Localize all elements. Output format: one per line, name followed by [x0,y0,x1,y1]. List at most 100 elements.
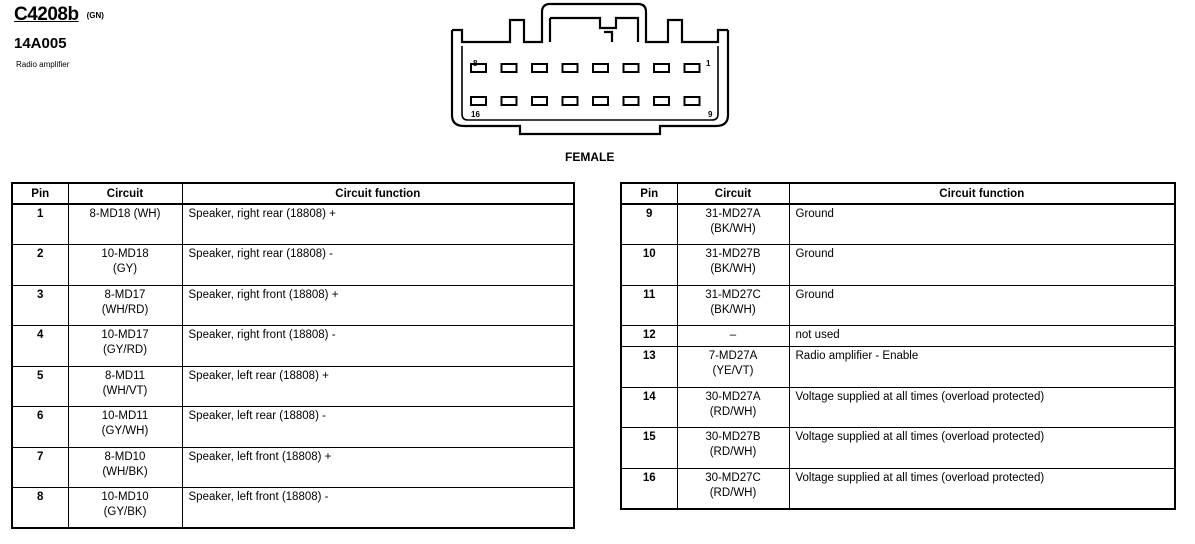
circuit-cell: 10-MD10(GY/BK) [67,487,183,529]
circuit-function: Speaker, right front (18808) + [181,284,575,326]
circuit-line: 30-MD27C [705,471,761,484]
pin-number: 6 [11,406,69,448]
circuit-line: (GY/RD) [102,344,148,356]
circuit-cell: 10-MD17 (GY/RD) [67,325,183,367]
header-circuit-function: Circuit function [181,182,575,205]
pin-cavity [470,63,487,73]
pin-number: 4 [11,325,69,367]
circuit-function: Voltage supplied at all times (overload … [788,386,1176,428]
connector-header: C4208b(GN) 14A005 Radio amplifier [14,4,104,69]
table-row: 13 7-MD27A (YE/VT) Radio amplifier - Enable [620,346,1176,388]
pin-label-top-left: 8 [473,59,478,68]
pin-cavity [470,96,487,106]
circuit-cell: 31-MD27C (BK/WH) [676,284,790,326]
circuit-line: 8-MD17 [104,288,146,301]
pin-cavity [500,63,518,73]
table-header-row: Pin Circuit Circuit function [11,182,575,205]
pin-number: 9 [620,203,678,245]
circuit-function: Radio amplifier - Enable [788,346,1176,388]
circuit-cell: 10-MD18 (GY) [67,244,183,286]
circuit-function: Voltage supplied at all times (overload … [788,467,1176,509]
pin-cavity [500,96,518,106]
pin-number: 15 [620,427,678,469]
circuit-line: 8-MD10 [104,450,146,463]
circuit-cell: 8-MD10 (WH/BK) [67,446,183,488]
pin-cavity [561,96,579,106]
circuit-line: 31-MD27A [705,208,761,220]
pin-cavity [592,96,609,106]
circuit-cell: 31-MD27B (BK/WH) [676,244,790,286]
circuit-line: (WH/BK) [102,465,148,478]
pin-label-bottom-left: 16 [471,110,480,119]
circuit-line: (RD/WH) [709,405,757,418]
table-header-row: Pin Circuit Circuit function [620,182,1176,205]
circuit-line: 7-MD27A [708,350,758,362]
pin-number: 11 [620,284,678,326]
pin-number: 14 [620,386,678,428]
circuit-function: Speaker, right rear (18808) - [181,244,575,286]
pin-number: 1 [11,203,69,245]
circuit-cell: 8-MD11 (WH/VT) [67,365,183,407]
pin-number: 3 [11,284,69,326]
table-row: 2 10-MD18 (GY) Speaker, right rear (18808) … [11,244,575,286]
pin-number: 12 [620,325,678,347]
header-circuit: Circuit [676,182,790,205]
pin-number: 8 [11,487,69,529]
circuit-function: Speaker, left rear (18808) + [181,365,575,407]
pin-number: 13 [620,346,678,388]
circuit-cell: 30-MD27B(RD/WH) [676,427,790,469]
pin-number: 10 [620,244,678,286]
circuit-function: Voltage supplied at all times (overload … [788,427,1176,469]
component-description: Radio amplifier [16,60,70,69]
table-row: 5 8-MD11 (WH/VT) Speaker, left rear (18808)… [11,365,575,407]
pin-number: 7 [11,446,69,488]
circuit-line: 8-MD18 (WH) [89,208,161,220]
circuit-line: (YE/VT) [712,365,754,377]
pin-number: 5 [11,365,69,407]
circuit-function: Speaker, left front (18808) - [181,487,575,529]
circuit-line: (GY) [112,263,138,275]
pin-cavity [531,96,548,106]
circuit-function: Ground [788,284,1176,326]
pin-cavity [622,63,640,73]
pin-number: 2 [11,244,69,286]
circuit-line: 31-MD27B [705,248,761,260]
circuit-line: (WH/RD) [101,303,149,316]
circuit-line: 10-MD18 [101,248,149,260]
pin-table-left: Pin Circuit Circuit function 1 8-MD18 (WH… [11,182,575,529]
connector-title-line: C4208b(GN) [14,4,104,26]
circuit-line: 10-MD11 [101,410,149,422]
pin-cavity [683,63,701,73]
circuit-line: (RD/WH) [709,486,757,499]
connector-id: C4208b [14,4,79,25]
circuit-line: (WH/VT) [102,384,148,397]
circuit-function: Speaker, right front (18808) - [181,325,575,367]
circuit-line: (GY/WH) [101,425,149,437]
table-row: 4 10-MD17 (GY/RD) Speaker, right front (188… [11,325,575,367]
circuit-line: 10-MD17 [101,329,149,341]
part-number: 14A005 [14,35,67,52]
circuit-function: Ground [788,244,1176,286]
circuit-cell: 8-MD17 (WH/RD) [67,284,183,326]
circuit-cell: 8-MD18 (WH) [67,203,183,245]
table-row: 10 31-MD27B (BK/WH) Ground [620,244,1176,286]
connector-gender-label: FEMALE [565,150,615,164]
circuit-line: (BK/WH) [710,263,756,275]
circuit-cell: 10-MD11 (GY/WH) [67,406,183,448]
pin-cavity [622,96,640,106]
circuit-cell: 31-MD27A(BK/WH) [676,203,790,245]
circuit-function: Speaker, left rear (18808) - [181,406,575,448]
table-row: 12–not used [620,325,1176,347]
circuit-line: – [729,329,737,341]
circuit-line: 31-MD27C [705,288,761,301]
circuit-line: (BK/WH) [710,303,756,316]
circuit-line: 8-MD11 [104,369,146,382]
pin-cavity [653,63,670,73]
connector-face-diagram: 8 1 16 9 [450,2,730,136]
